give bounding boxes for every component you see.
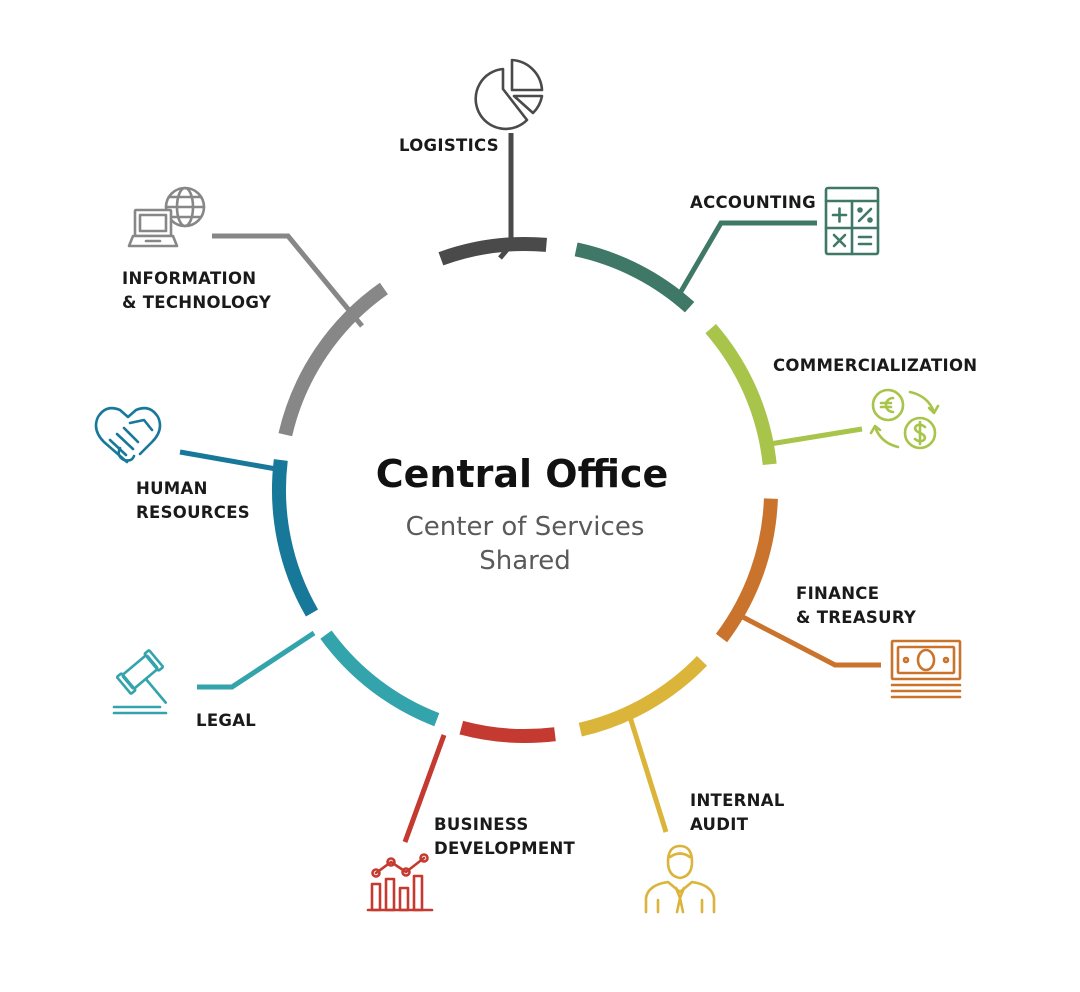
connectors <box>179 133 881 843</box>
label-human-resources-line2: RESOURCES <box>136 503 250 522</box>
center-subtitle-line1: Center of Services <box>406 512 645 542</box>
connector-internal-audit <box>627 716 669 833</box>
connector-information-technology <box>212 233 364 328</box>
connector-human-resources <box>179 449 283 473</box>
ring-segment-business-development <box>459 720 556 743</box>
connector-legal <box>197 630 316 690</box>
label-information-technology-line2: & TECHNOLOGY <box>122 293 272 312</box>
services-ring <box>272 236 778 743</box>
label-human-resources-line1: HUMAN <box>136 479 208 498</box>
connector-logistics <box>498 133 514 260</box>
ring-segment-accounting <box>574 242 695 313</box>
label-legal: LEGAL <box>196 711 256 730</box>
businessman-icon <box>644 844 716 914</box>
center-subtitle-line2: Shared <box>479 546 571 576</box>
label-internal-audit-line2: AUDIT <box>690 815 749 834</box>
calculator-icon <box>824 186 880 256</box>
label-internal-audit-line1: INTERNAL <box>690 791 785 810</box>
gavel-icon <box>112 649 168 715</box>
ring-segment-finance <box>715 498 778 643</box>
ring-segment-human-resources <box>272 459 319 617</box>
ring-segment-commercialization <box>705 324 777 466</box>
center-title: Central Office <box>376 452 669 496</box>
connector-finance <box>735 611 881 668</box>
label-logistics: LOGISTICS <box>399 136 499 155</box>
label-finance-line1: FINANCE <box>796 584 879 603</box>
connector-accounting <box>673 220 817 302</box>
connector-business-development <box>402 734 447 843</box>
connector-commercialization <box>769 426 863 447</box>
banknotes-icon <box>890 639 962 699</box>
ring-segment-information-technology <box>278 282 388 437</box>
pie-chart-icon <box>474 58 544 131</box>
label-business-development-line1: BUSINESS <box>434 815 529 834</box>
currency-exchange-icon <box>869 388 940 450</box>
ring-segment-logistics <box>438 236 548 266</box>
handshake-icon <box>94 406 162 464</box>
label-finance-line2: & TREASURY <box>796 608 917 627</box>
label-business-development-line2: DEVELOPMENT <box>434 839 576 858</box>
label-commercialization: COMMERCIALIZATION <box>773 356 977 375</box>
label-accounting: ACCOUNTING <box>690 193 816 212</box>
ring-segment-internal-audit <box>578 656 708 737</box>
label-information-technology-line1: INFORMATION <box>122 269 256 288</box>
computer-globe-icon <box>127 186 206 248</box>
ring-segment-legal <box>320 630 440 727</box>
growth-chart-icon <box>366 853 434 912</box>
